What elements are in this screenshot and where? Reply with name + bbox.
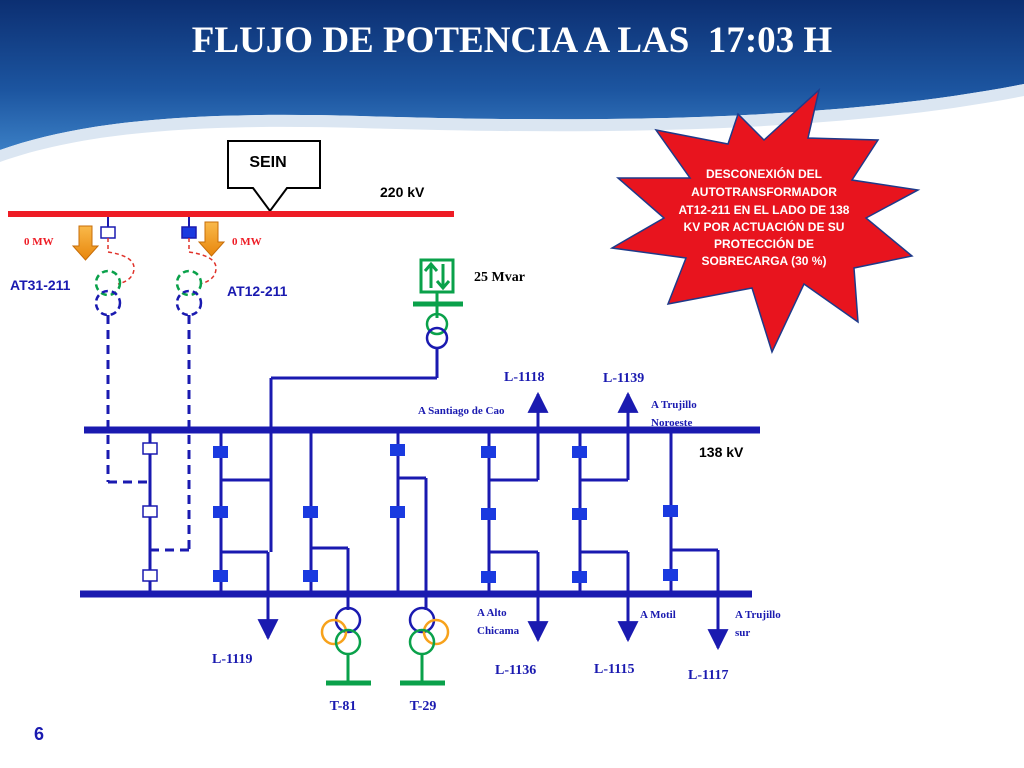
- bay-l1118-l1136: [481, 391, 549, 643]
- breaker-coupler-2-open: [142, 505, 158, 518]
- alert-starburst: DESCONEXIÓN DEL AUTOTRANSFORMADOR AT12-2…: [609, 87, 921, 355]
- coupler-bay: [142, 433, 158, 591]
- l1117-destination-1: A Trujillo: [735, 609, 781, 621]
- breaker-at12-220-closed: [181, 226, 197, 239]
- at31-name-label: AT31-211: [10, 277, 71, 293]
- breaker-coupler-1-open: [142, 442, 158, 455]
- compensator-icon: [419, 258, 455, 294]
- l1117-name: L-1117: [688, 668, 728, 683]
- l1119-name: L-1119: [212, 652, 252, 667]
- l1139-name: L-1139: [603, 371, 644, 386]
- breaker-coupler-3-open: [142, 569, 158, 582]
- l1139-destination-2: Noroeste: [651, 417, 692, 429]
- compensator-25mvar: [269, 258, 463, 552]
- header-background: [0, 0, 1024, 162]
- at31-flow-label: 0 MW: [24, 236, 54, 248]
- at12-name-label: AT12-211: [227, 283, 288, 299]
- bay-l1139-l1115: [572, 391, 639, 643]
- alert-line-6: SOBRECARGA (30 %): [702, 254, 827, 268]
- alert-line-1: DESCONEXIÓN DEL: [706, 166, 822, 181]
- compensator-label: 25 Mvar: [474, 270, 525, 285]
- alert-line-5: PROTECCIÓN DE: [714, 236, 814, 251]
- l1118-destination: A Santiago de Cao: [418, 405, 505, 417]
- t81-name: T-81: [330, 699, 357, 714]
- autotransformer-at12: [150, 217, 217, 552]
- bay-l1117: [663, 433, 729, 651]
- at12-flow-label: 0 MW: [232, 236, 262, 248]
- l1115-name: L-1115: [594, 662, 634, 677]
- l1118-name: L-1118: [504, 370, 544, 385]
- bay-l1119: [213, 433, 279, 641]
- l1117-destination-2: sur: [735, 627, 750, 639]
- bus-138kv-label: 138 kV: [699, 444, 744, 460]
- alert-line-2: AUTOTRANSFORMADOR: [691, 185, 837, 199]
- bay-t29: [390, 433, 450, 686]
- l1136-destination-2: Chicama: [477, 625, 520, 637]
- l1136-name: L-1136: [495, 663, 536, 678]
- autotransformer-at31: [94, 217, 150, 484]
- l1136-destination-1: A Alto: [477, 607, 507, 619]
- page-number: 6: [34, 724, 44, 744]
- sein-label: SEIN: [249, 154, 286, 171]
- bus-220kv-label: 220 kV: [380, 184, 425, 200]
- l1139-destination-1: A Trujillo: [651, 399, 697, 411]
- l1115-destination: A Motil: [640, 609, 676, 621]
- alert-line-4: KV POR ACTUACIÓN DE SU: [684, 219, 845, 234]
- alert-line-3: AT12-211 EN EL LADO DE 138: [679, 203, 850, 217]
- bay-t81: [303, 433, 371, 686]
- t29-name: T-29: [410, 699, 437, 714]
- flow-arrow-at12: [197, 221, 226, 257]
- breaker-at31-220-open: [100, 226, 116, 239]
- slide-title: FLUJO DE POTENCIA A LAS 17:03 H: [192, 20, 833, 61]
- sein-callout: [227, 140, 321, 213]
- flow-arrow-at31: [71, 225, 100, 261]
